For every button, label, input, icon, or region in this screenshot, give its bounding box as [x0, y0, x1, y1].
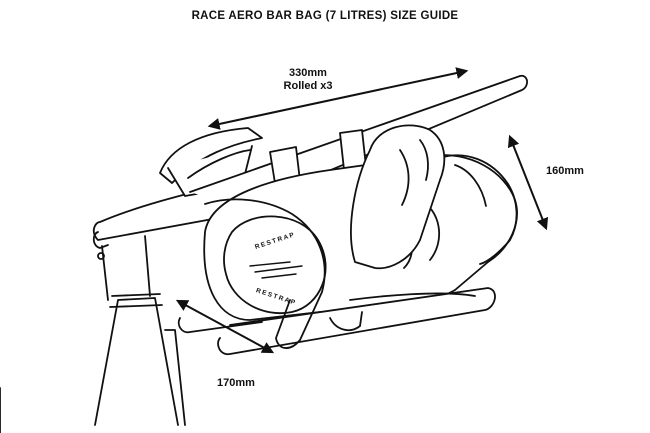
height-arrow	[507, 134, 549, 231]
logo-patch	[223, 215, 327, 314]
hand-grip	[204, 198, 326, 349]
head-tube	[94, 297, 179, 426]
steerer-cap	[97, 252, 105, 260]
depth-dimension-label: 170mm	[217, 377, 255, 389]
page-title: RACE AERO BAR BAG (7 LITRES) SIZE GUIDE	[191, 10, 459, 22]
depth-arrow	[175, 299, 275, 354]
height-dimension-label: 160mm	[546, 165, 584, 177]
steerer	[101, 235, 151, 301]
headset-ring	[109, 293, 163, 308]
logo-slash	[249, 261, 303, 279]
mount-bracket	[329, 311, 363, 332]
brake-hood-detail	[399, 139, 429, 206]
armrest-line	[187, 149, 251, 179]
stem-bolt	[92, 231, 109, 249]
top-tube	[164, 329, 186, 426]
length-arrow	[207, 67, 469, 130]
bag-underside	[349, 292, 476, 301]
